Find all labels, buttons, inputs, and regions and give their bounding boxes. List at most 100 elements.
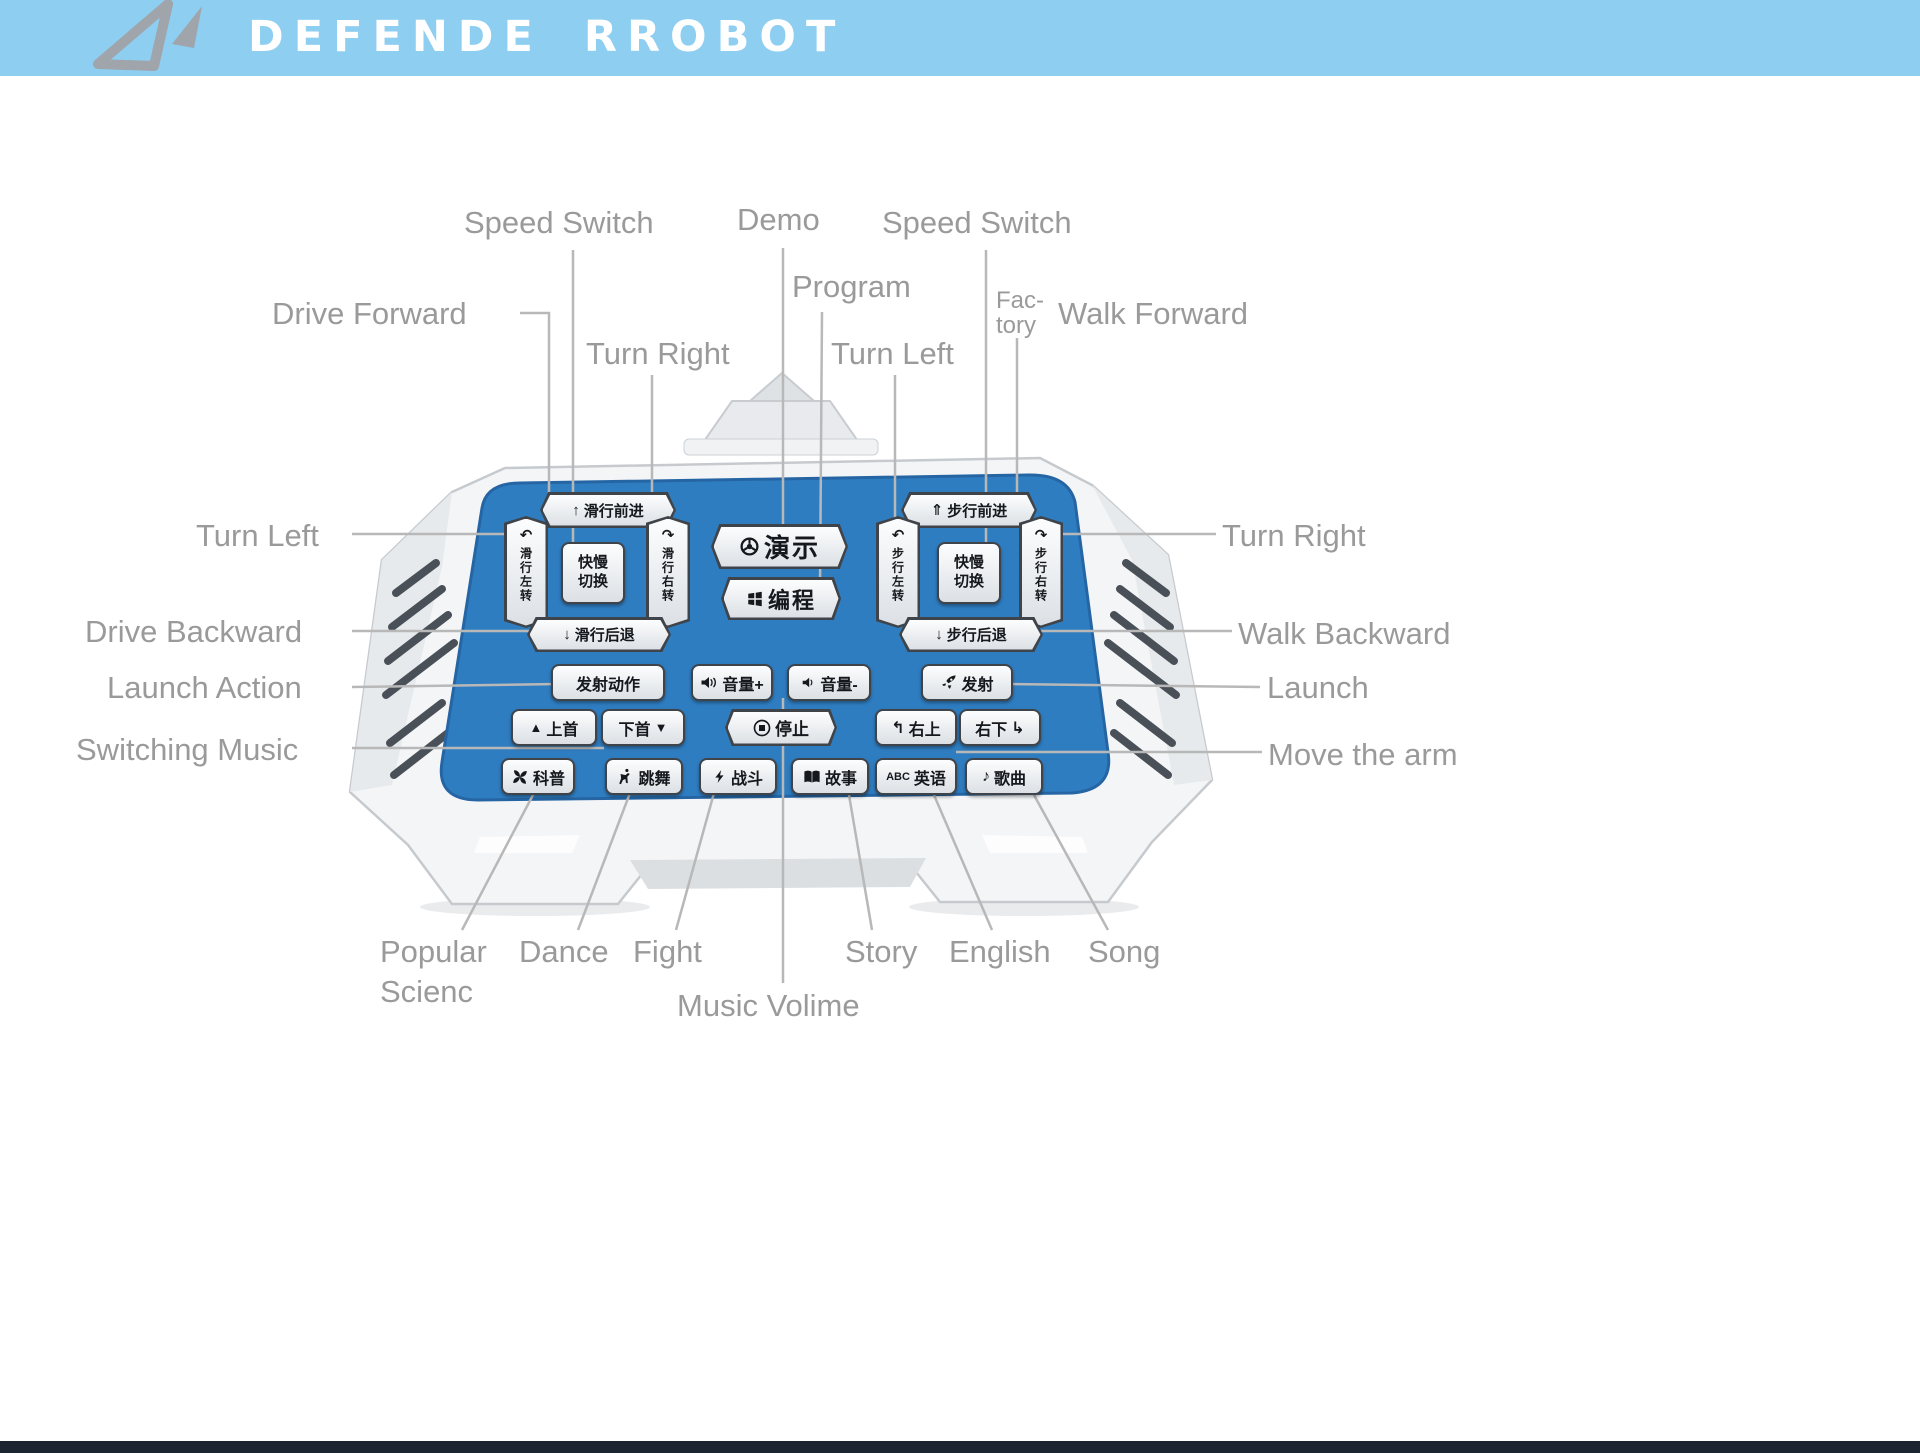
button-label: 步行后退 — [946, 627, 1007, 644]
button-label: 发射动作 — [575, 676, 640, 694]
button-label: 音量- — [820, 676, 858, 694]
program-button[interactable]: 编程 — [721, 577, 841, 620]
previous-song-button[interactable]: ▲上首 — [511, 709, 597, 746]
left-foot-slot — [474, 835, 580, 853]
turn-left-icon: ↶ — [519, 526, 533, 544]
button-label: 滑行右转 — [660, 546, 675, 603]
speed-switch-left-button[interactable]: 快慢切换 — [561, 542, 625, 604]
callout-english: English — [949, 934, 1051, 969]
windows-icon — [746, 590, 764, 608]
double-up-arrow-icon: ⇑ — [930, 502, 944, 519]
arm-down-button[interactable]: 右下↳ — [959, 709, 1041, 746]
abc-icon: ABC — [886, 770, 910, 783]
callout-switching-music: Switching Music — [76, 732, 299, 767]
stop-button[interactable]: 停止 — [725, 709, 837, 746]
button-label: 右下 — [975, 721, 1008, 739]
callout-popular-line1: Popular — [380, 934, 487, 969]
button-label: 滑行左转 — [518, 546, 533, 603]
left-vent-slats — [382, 559, 458, 779]
down-triangle-icon: ▼ — [654, 720, 668, 735]
button-label: 发射 — [961, 676, 994, 694]
walk-backward-button[interactable]: ↓步行后退 — [899, 617, 1043, 652]
callout-drive-forward: Drive Forward — [272, 296, 467, 331]
callout-music-volume: Music Volime — [677, 988, 860, 1023]
callout-move-the-arm: Move the arm — [1268, 737, 1458, 772]
button-label: 歌曲 — [993, 770, 1026, 788]
button-label: 跳舞 — [638, 770, 671, 788]
drive-backward-button[interactable]: ↓滑行后退 — [527, 617, 671, 652]
callout-turn-left-upper: Turn Left — [831, 336, 954, 371]
arm-down-arrow-icon: ↳ — [1011, 719, 1025, 737]
drive-turn-right-button[interactable]: ↷ 滑行右转 — [646, 516, 690, 628]
walk-forward-button[interactable]: ⇑步行前进 — [901, 492, 1037, 528]
volume-down-button[interactable]: 音量- — [787, 664, 871, 701]
dancer-icon — [617, 768, 634, 785]
speaker-plus-icon — [700, 675, 718, 690]
speed-switch-right-button[interactable]: 快慢切换 — [937, 542, 1001, 604]
button-label: 下首 — [618, 721, 651, 739]
button-label: 英语 — [913, 770, 946, 788]
antenna-base — [683, 438, 879, 456]
down-arrow-icon: ↓ — [563, 626, 571, 643]
header-bar: DEFENDE RROBOT — [0, 0, 1920, 76]
bottom-bar — [0, 1441, 1920, 1453]
walk-turn-right-button[interactable]: ↷步行右转 — [1019, 516, 1063, 628]
button-label: 步行前进 — [947, 502, 1008, 520]
button-label: 音量+ — [722, 676, 764, 694]
turn-right-icon: ↷ — [1034, 526, 1048, 544]
callout-dance: Dance — [519, 934, 609, 969]
speaker-minus-icon — [800, 676, 816, 689]
next-song-button[interactable]: 下首▼ — [601, 709, 685, 746]
dance-button[interactable]: 跳舞 — [605, 758, 683, 795]
right-facet — [1092, 485, 1212, 785]
up-arrow-icon: ↑ — [572, 501, 580, 519]
right-foot-slot — [982, 835, 1088, 853]
volume-up-button[interactable]: 音量+ — [691, 664, 773, 701]
steering-wheel-icon — [739, 536, 760, 557]
science-button[interactable]: 科普 — [501, 758, 575, 795]
turn-right-icon: ↷ — [661, 526, 675, 544]
button-label: 滑行前进 — [583, 502, 644, 520]
launch-button[interactable]: 发射 — [921, 664, 1013, 701]
brand-logo-icon — [93, 0, 202, 71]
button-label: 战斗 — [730, 770, 763, 788]
launch-action-button[interactable]: 发射动作 — [551, 664, 665, 701]
button-label: 故事 — [824, 770, 857, 788]
callout-demo: Demo — [737, 202, 820, 237]
callout-walk-backward: Walk Backward — [1238, 616, 1451, 651]
song-button[interactable]: ♪歌曲 — [965, 758, 1043, 795]
down-arrow-icon: ↓ — [935, 626, 943, 643]
right-vent-slats — [1104, 559, 1180, 779]
antenna-peak — [747, 371, 817, 402]
book-icon — [803, 770, 821, 784]
fight-button[interactable]: 战斗 — [699, 758, 777, 795]
callout-speed-switch-left: Speed Switch — [464, 205, 654, 240]
callout-turn-right-side: Turn Right — [1222, 518, 1366, 553]
page-title: DEFENDE RROBOT — [248, 12, 846, 62]
walk-turn-left-button[interactable]: ↶步行左转 — [876, 516, 920, 628]
bottom-notch — [630, 858, 926, 889]
button-label: 步行左转 — [890, 546, 905, 603]
story-button[interactable]: 故事 — [791, 758, 869, 795]
callout-turn-right-upper: Turn Right — [586, 336, 730, 371]
button-label: 切换 — [577, 573, 608, 590]
button-label: 快慢 — [577, 554, 608, 572]
drive-forward-button[interactable]: ↑滑行前进 — [540, 492, 676, 528]
button-label: 停止 — [775, 720, 809, 739]
drive-turn-left-button[interactable]: ↶ 滑行左转 — [504, 516, 548, 628]
music-note-icon: ♪ — [981, 767, 990, 785]
callout-speed-switch-right: Speed Switch — [882, 205, 1072, 240]
arm-up-button[interactable]: ↰右上 — [875, 709, 957, 746]
pinwheel-icon — [511, 768, 529, 786]
demo-button[interactable]: 演示 — [711, 524, 848, 569]
callout-popular-science: Popular Scienc — [380, 932, 487, 1011]
arm-up-arrow-icon: ↰ — [891, 719, 905, 737]
button-label: 上首 — [546, 721, 579, 739]
callout-turn-left-side: Turn Left — [196, 518, 319, 553]
button-label: 演示 — [763, 533, 820, 563]
button-label: 科普 — [532, 770, 565, 788]
stop-icon — [753, 719, 771, 737]
button-label: 滑行后退 — [574, 627, 635, 644]
